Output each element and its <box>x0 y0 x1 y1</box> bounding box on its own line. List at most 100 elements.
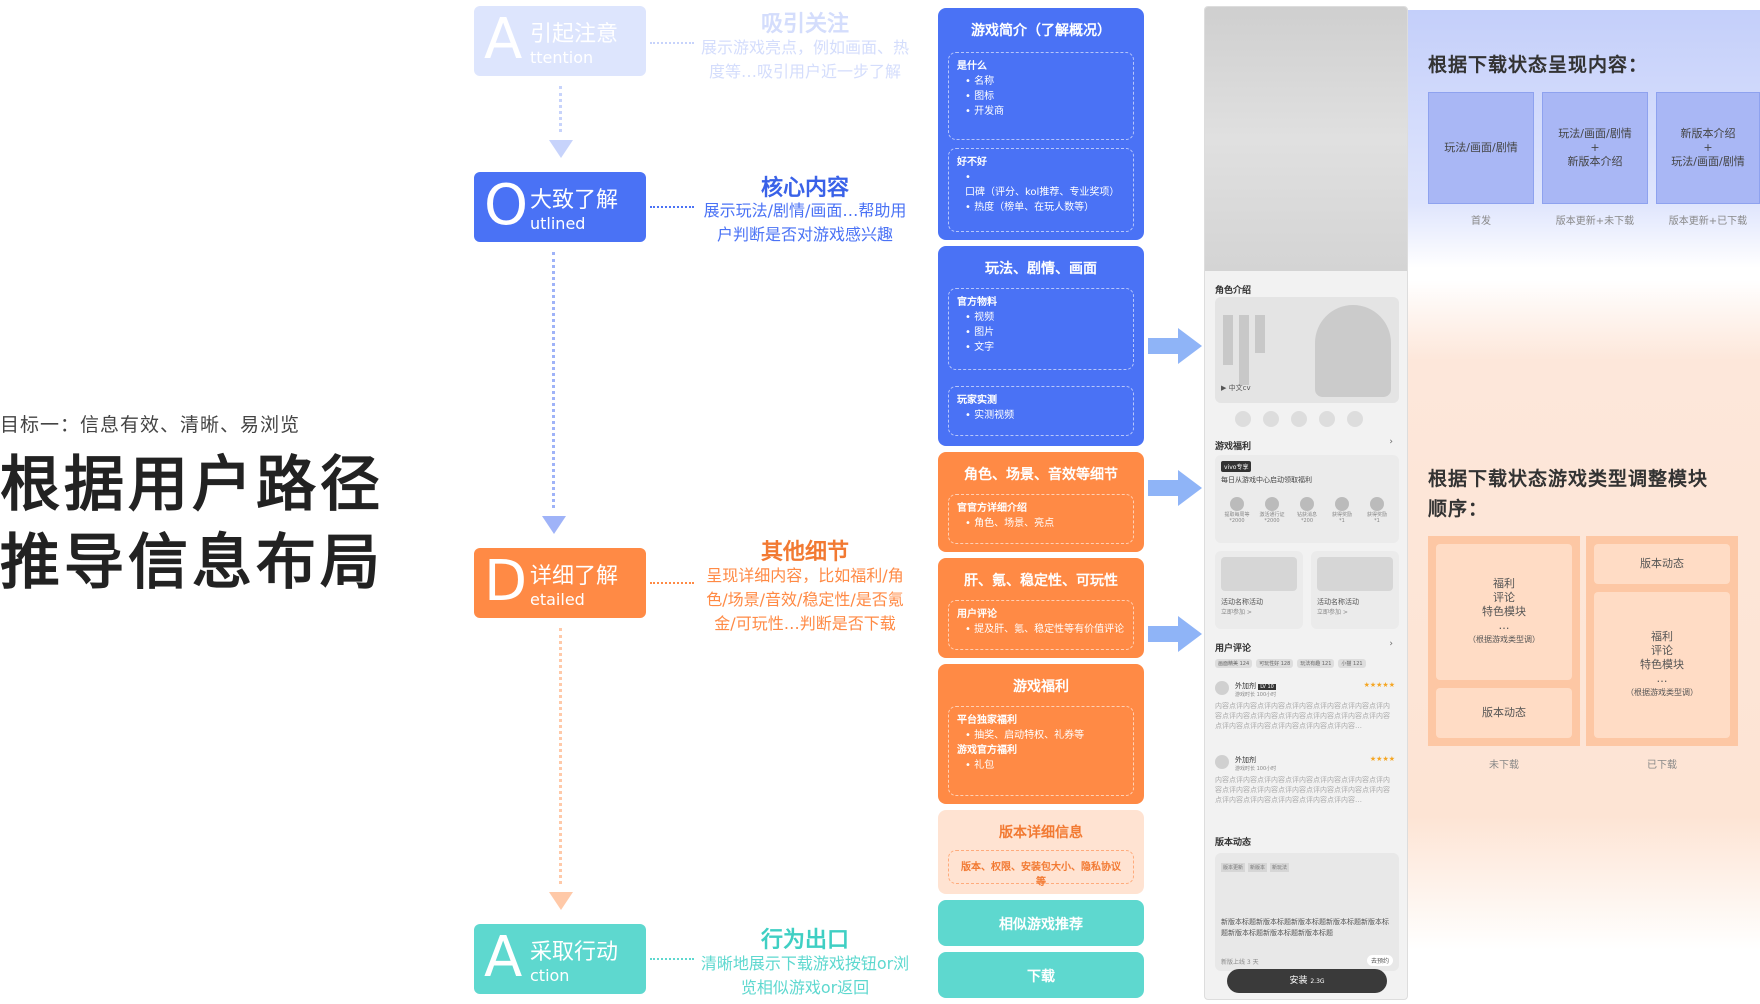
module-main: 福利评论特色模块…（根据游戏类型调） <box>1594 592 1730 738</box>
step-detailed: D 详细了解 etailed <box>474 548 646 618</box>
map-arrow-icon <box>1148 328 1202 364</box>
chevron-right-icon[interactable]: › <box>1389 437 1393 447</box>
connector <box>650 582 694 584</box>
star-rating-icon: ★★★★ <box>1369 755 1395 763</box>
welfare-item[interactable]: 获得奖励*1 <box>1361 497 1393 524</box>
map-arrow-icon <box>1148 616 1202 652</box>
avatar[interactable] <box>1319 411 1335 427</box>
map-arrow-icon <box>1148 470 1202 506</box>
review-tags: 画面精美 124 可玩性好 128 玩法有趣 121 小猫 121 <box>1215 659 1399 668</box>
card-title: 肝、氪、稳定性、可玩性 <box>964 573 1118 589</box>
card-welfare: 游戏福利 平台独家福利 • 抽奖、启动特权、礼券等 游戏官方福利 • 礼包 <box>938 664 1144 804</box>
column-caption: 未下载 <box>1489 760 1519 771</box>
role-intro-title: 角色介绍 <box>1215 286 1252 296</box>
box-caption: 版本更新+未下载 <box>1555 216 1635 227</box>
welfare-item[interactable]: 提取每周等*2000 <box>1221 497 1253 524</box>
avatar[interactable] <box>1291 411 1307 427</box>
review-time: 游戏时长 100小时 <box>1235 766 1277 772</box>
step-title: 吸引关注 <box>760 12 849 37</box>
chevron-right-icon[interactable]: › <box>1389 639 1393 649</box>
flow-arrow <box>549 892 573 910</box>
activity-card[interactable]: 活动名称活动 立即参加 > <box>1311 551 1399 629</box>
star-rating-icon: ★★★★★ <box>1363 681 1395 689</box>
step-attention: A 引起注意 ttention <box>474 6 646 76</box>
card-title: 游戏简介（了解概况） <box>971 23 1111 39</box>
avatar[interactable] <box>1347 411 1363 427</box>
welfare-item[interactable]: 激活通行证*2000 <box>1256 497 1288 524</box>
step-letter: A <box>484 925 523 990</box>
review-time: 游戏时长 100小时 <box>1235 692 1277 698</box>
card-version: 版本详细信息 版本、权限、安装包大小、隐私协议等 <box>938 810 1144 894</box>
card-sub-good: 好不好 • 口碑（评分、kol推荐、专业奖项） • 热度（榜单、在玩人数等） <box>948 148 1134 232</box>
step-letter: O <box>484 173 529 238</box>
phone-mockup: 角色介绍 ▶ 中文cv 游戏福利 › vivo专享 每日从游戏中心启动领取福利 … <box>1204 6 1408 1000</box>
card-sub-comments: 用户评论 • 提及肝、氪、稳定性等有价值评论 <box>948 600 1134 650</box>
avatar <box>1215 755 1229 769</box>
reviews-title: 用户评论 <box>1215 644 1252 654</box>
review-tag[interactable]: 画面精美 124 <box>1215 659 1253 668</box>
column-caption: 已下载 <box>1647 760 1677 771</box>
welfare-items: 提取每周等*2000 激活通行证*2000 钻获消息*200 获得奖励*1 获得… <box>1221 497 1393 524</box>
step-desc: 呈现详细内容，比如福利/角色/场景/音效/稳定性/是否氪金/可玩性…判断是否下载 <box>706 566 904 633</box>
cv-label[interactable]: ▶ 中文cv <box>1221 384 1251 392</box>
main-title-line-1: 根据用户路径 <box>0 450 384 520</box>
connector <box>650 206 694 208</box>
avatar[interactable] <box>1235 411 1251 427</box>
review-tag[interactable]: 玩法有趣 121 <box>1297 659 1335 668</box>
step-outlined: O 大致了解 utlined <box>474 172 646 242</box>
box-caption: 版本更新+已下载 <box>1668 216 1748 227</box>
step-desc: 展示玩法/剧情/画面…帮助用户判断是否对游戏感兴趣 <box>703 201 907 244</box>
card-title: 下载 <box>1027 969 1055 985</box>
reviewer-name: 外加剂 <box>1235 756 1256 764</box>
step-en: ttention <box>530 48 594 67</box>
card-sub-official: 官方物料 • 视频 • 图片 • 文字 <box>948 288 1134 370</box>
step-letter: D <box>484 549 528 614</box>
flow-line <box>559 628 562 884</box>
content-box: 玩法/画面/剧情+新版本介绍 <box>1542 92 1648 204</box>
avatar <box>1215 681 1229 695</box>
step-cn: 采取行动 <box>530 940 619 965</box>
install-button[interactable]: 安装 2.3G <box>1227 969 1387 993</box>
review-tag[interactable]: 可玩性好 128 <box>1256 659 1294 668</box>
preorder-button[interactable]: 去预约 <box>1366 955 1393 966</box>
panel-title-line-2: 顺序： <box>1428 498 1489 520</box>
card-liver: 肝、氪、稳定性、可玩性 用户评论 • 提及肝、氪、稳定性等有价值评论 <box>938 558 1144 658</box>
welfare-item[interactable]: 钻获消息*200 <box>1291 497 1323 524</box>
welfare-desc: 每日从游戏中心启动领取福利 <box>1221 476 1312 484</box>
step-en: utlined <box>530 214 586 233</box>
welfare-title: 游戏福利 <box>1215 442 1252 452</box>
flow-line <box>552 252 555 508</box>
box-caption: 首发 <box>1471 216 1491 227</box>
step-desc: 清晰地展示下载游戏按钮or浏览相似游戏or返回 <box>700 954 910 997</box>
reviewer-name: 外加剂 LV 10 <box>1235 682 1276 690</box>
flow-line <box>559 86 562 132</box>
panel-title-line-1: 根据下载状态游戏类型调整模块 <box>1428 468 1709 490</box>
module-main: 福利评论特色模块…（根据游戏类型调） <box>1436 544 1572 680</box>
flow-arrow <box>542 516 566 534</box>
connector <box>650 42 694 44</box>
step-letter: A <box>484 7 523 72</box>
card-title: 游戏福利 <box>1013 679 1069 695</box>
goal-text: 目标一：信息有效、清晰、易浏览 <box>0 414 301 436</box>
card-sub-player: 玩家实测 • 实测视频 <box>948 386 1134 436</box>
activity-card[interactable]: 活动名称活动 立即参加 > <box>1215 551 1303 629</box>
avatar[interactable] <box>1263 411 1279 427</box>
step-title: 核心内容 <box>760 176 849 201</box>
content-box: 新版本介绍+玩法/画面/剧情 <box>1656 92 1760 204</box>
step-title: 行为出口 <box>760 928 849 953</box>
step-cn: 引起注意 <box>530 22 619 47</box>
module-version: 版本动态 <box>1436 688 1572 738</box>
card-game-intro: 游戏简介（了解概况） 是什么 • 名称 • 图标 • 开发商 好不好 • 口碑（… <box>938 8 1144 240</box>
step-cn: 详细了解 <box>530 564 619 589</box>
card-title: 角色、场景、音效等细节 <box>964 467 1118 483</box>
welfare-item[interactable]: 获得奖励*1 <box>1326 497 1358 524</box>
step-title: 其他细节 <box>760 540 849 565</box>
card-title: 相似游戏推荐 <box>999 917 1083 933</box>
card-title: 玩法、剧情、画面 <box>985 261 1097 277</box>
connector <box>650 958 694 960</box>
card-sub-official-detail: 官官方详细介绍 • 角色、场景、亮点 <box>948 494 1134 544</box>
review-tag[interactable]: 小猫 121 <box>1338 659 1366 668</box>
card-gameplay: 玩法、剧情、画面 官方物料 • 视频 • 图片 • 文字 玩家实测 • 实测视频 <box>938 246 1144 446</box>
content-box: 玩法/画面/剧情 <box>1428 92 1534 204</box>
card-download: 下载 <box>938 952 1144 998</box>
